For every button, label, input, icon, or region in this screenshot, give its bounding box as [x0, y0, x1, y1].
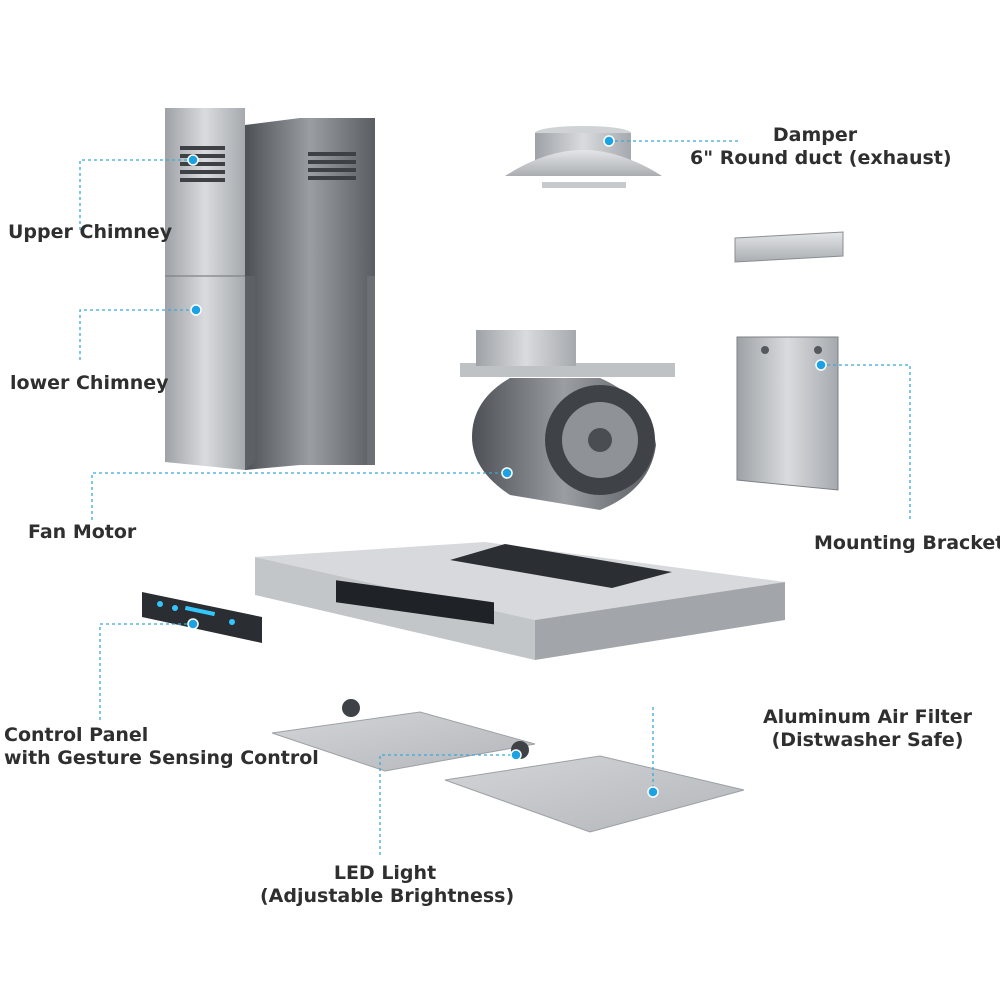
mounting-bracket-part — [736, 336, 839, 491]
control-panel-label: Control Panel with Gesture Sensing Contr… — [4, 724, 319, 770]
callout-dots — [187, 135, 827, 798]
control-panel-label-line1: Control Panel — [4, 724, 149, 746]
callout-lines — [79, 140, 911, 855]
lower-chimney-label: lower Chimney — [10, 372, 169, 394]
fan-motor-label: Fan Motor — [28, 521, 137, 543]
damper-label-line2: 6" Round duct (exhaust) — [690, 147, 952, 169]
chimney-part — [165, 108, 375, 470]
damper-label-line1: Damper — [772, 124, 858, 146]
upper-chimney-label: Upper Chimney — [8, 221, 173, 243]
aluminum-filter-label-line1: Aluminum Air Filter — [762, 706, 973, 728]
led-light-label-line2: (Adjustable Brightness) — [260, 885, 515, 907]
control-panel-label-line2: with Gesture Sensing Control — [4, 747, 319, 769]
filters-part — [271, 699, 745, 833]
damper-part — [505, 126, 662, 188]
aluminum-filter-label-line2: (Distwasher Safe) — [771, 729, 964, 751]
mounting-bracket-label: Mounting Bracket — [814, 532, 1000, 554]
hood-body-part — [255, 542, 785, 660]
control-panel-part — [142, 592, 262, 643]
damper-label: Damper 6" Round duct (exhaust) — [690, 124, 952, 170]
led-light-label-line1: LED Light — [333, 862, 437, 884]
aluminum-filter-label: Aluminum Air Filter (Distwasher Safe) — [760, 706, 975, 752]
small-bracket-part — [734, 231, 844, 263]
fan-motor-part — [460, 330, 675, 510]
led-light-label: LED Light (Adjustable Brightness) — [260, 862, 515, 908]
